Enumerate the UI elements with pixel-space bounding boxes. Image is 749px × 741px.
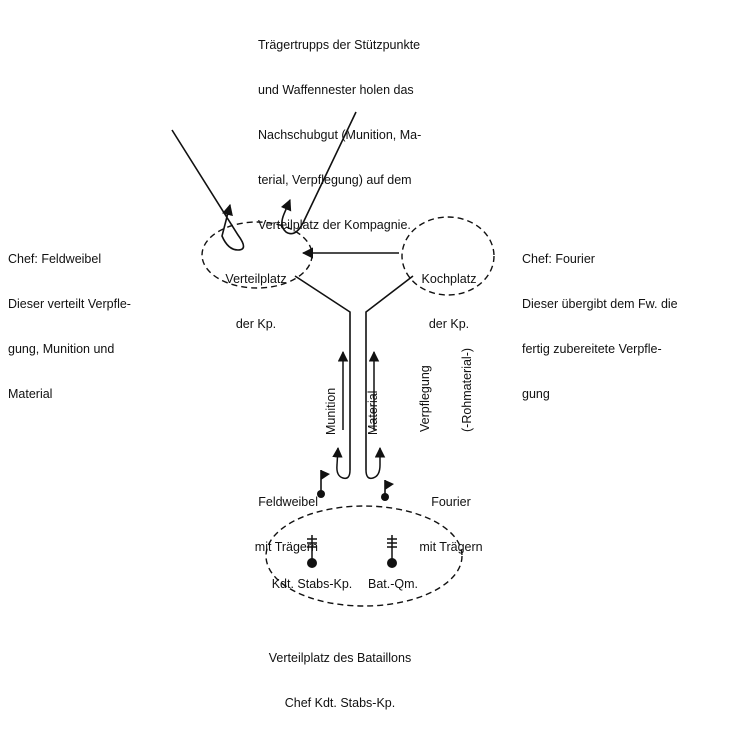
right-note: Chef: Fourier Dieser übergibt dem Fw. di… [522, 222, 742, 432]
batqm-staff-symbol [387, 535, 397, 568]
bottom-caption-line: Verteilplatz des Bataillons [268, 651, 412, 665]
bottom-caption-line: Chef Kdt. Stabs-Kp. [284, 696, 396, 710]
top-note-line: terial, Verpflegung) auf dem [258, 173, 412, 187]
bataillon-verteilplatz-ellipse [265, 505, 463, 607]
right-note-line: gung [522, 387, 550, 401]
fourier-label: Fourier mit Trägern [396, 465, 506, 585]
supply-road-left [294, 275, 351, 470]
kochplatz-kp-label: Kochplatz der Kp. [408, 242, 490, 362]
diagram-canvas: Trägertrupps der Stützpunkte und Waffenn… [8, 8, 742, 710]
top-note-line: Nachschubgut (Munition, Ma- [258, 128, 422, 142]
verteilplatz-kp-line: der Kp. [235, 317, 277, 331]
carrier-path-right [280, 111, 357, 235]
diagram-drawing [171, 111, 495, 607]
right-route-line: Verpflegung [418, 365, 432, 432]
top-note: Trägertrupps der Stützpunkte und Waffenn… [258, 8, 421, 263]
kochplatz-kp-line: der Kp. [428, 317, 470, 331]
left-note-line: Material [8, 387, 53, 401]
feldweibel-flag-symbol [317, 470, 330, 498]
kdt-label: Kdt. Stabs-Kp. [271, 577, 353, 591]
carrier-path-left [171, 129, 245, 251]
left-route-line: Munition [324, 387, 338, 435]
right-note-chef: Chef: Fourier [522, 252, 595, 266]
left-note-line: Dieser verteilt Verpfle- [8, 297, 131, 311]
top-note-line: Trägertrupps der Stützpunkte [258, 38, 421, 52]
left-note-line: gung, Munition und [8, 342, 115, 356]
right-note-line: Dieser übergibt dem Fw. die [522, 297, 678, 311]
feldweibel-line: mit Trägern [254, 540, 318, 554]
fourier-line: Fourier [431, 495, 471, 509]
kdt-staff-symbol [307, 535, 317, 568]
top-note-line: und Waffennester holen das [258, 83, 414, 97]
fourier-line: mit Trägern [419, 540, 483, 554]
left-route-line: Material [366, 390, 380, 435]
left-note: Chef: Feldweibel Dieser verteilt Verpfle… [8, 222, 190, 432]
top-note-line: Verteilplatz der Kompagnie. [258, 218, 411, 232]
bottom-caption: Verteilplatz des Bataillons Chef Kdt. St… [240, 621, 440, 741]
verteilplatz-kp-label: Verteilplatz der Kp. [207, 242, 305, 362]
right-note-line: fertig zubereitete Verpfle- [522, 342, 662, 356]
left-note-chef: Chef: Feldweibel [8, 252, 102, 266]
kochplatz-kp-ellipse [401, 216, 495, 296]
feldweibel-loop-arrow [332, 446, 351, 480]
right-route-line: (-Rohmaterial-) [460, 347, 474, 432]
fourier-loop-arrow [365, 446, 386, 480]
right-route-label: Verpflegung (-Rohmaterial-) [390, 348, 502, 432]
supply-road-right [365, 275, 414, 470]
verteilplatz-kp-line: Verteilplatz [225, 272, 287, 286]
feldweibel-line: Feldweibel [258, 495, 318, 509]
batqm-label: Bat.-Qm. [367, 577, 418, 591]
feldweibel-label: Feldweibel mit Trägern [226, 465, 318, 585]
fourier-flag-symbol [381, 480, 394, 501]
kochplatz-kp-line: Kochplatz [421, 272, 477, 286]
